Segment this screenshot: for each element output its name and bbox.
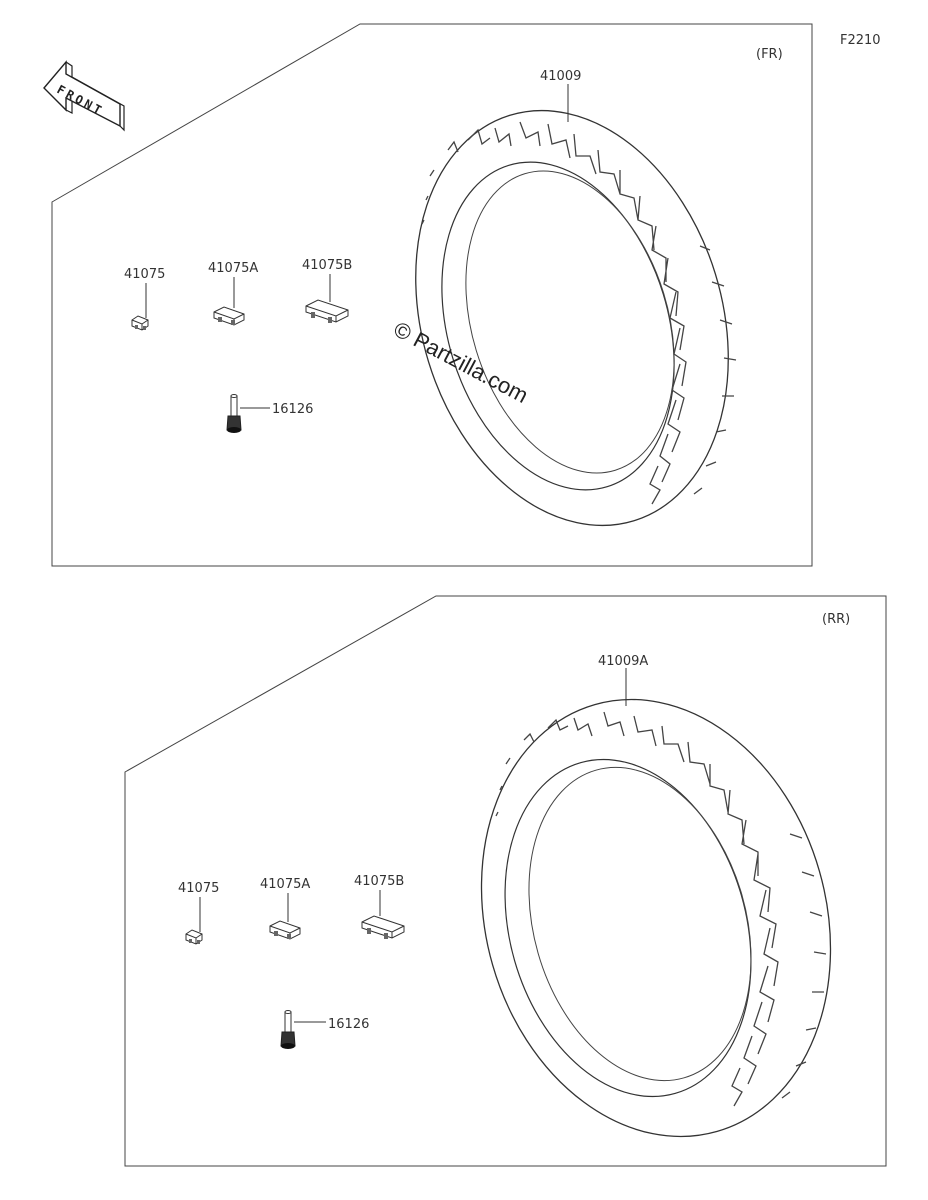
- front-weight-label-2: 41075A: [208, 261, 258, 276]
- front-tire[interactable]: [367, 71, 778, 564]
- front-weight-2[interactable]: [213, 306, 245, 326]
- rear-weight-label-1: 41075: [178, 881, 219, 896]
- rear-section-frame: [124, 595, 887, 1167]
- rear-weight-label-3: 41075B: [354, 874, 404, 889]
- rear-weight-3[interactable]: [361, 915, 405, 940]
- rear-weight-2[interactable]: [269, 920, 301, 940]
- front-section-frame: [51, 23, 813, 567]
- front-section: (FR) 41009 41075 41075A 41075B 16126: [51, 23, 813, 567]
- rear-weight-label-2: 41075A: [260, 877, 310, 892]
- front-tire-label: 41009: [540, 69, 581, 84]
- front-valve[interactable]: [226, 394, 242, 434]
- rear-section: (RR) 41009A 41075 41075A 41075B 16126: [124, 595, 887, 1179]
- front-section-tag: (FR): [756, 47, 783, 62]
- rear-section-tag: (RR): [822, 612, 850, 627]
- rear-valve-label: 16126: [328, 1017, 369, 1032]
- rear-valve[interactable]: [280, 1010, 296, 1050]
- front-weight-3[interactable]: [305, 299, 349, 324]
- rear-weight-1[interactable]: [185, 929, 203, 945]
- rear-tire-label: 41009A: [598, 654, 648, 669]
- front-valve-label: 16126: [272, 402, 313, 417]
- diagram-code: F2210: [840, 33, 881, 48]
- rear-tire[interactable]: [431, 658, 880, 1179]
- front-direction-arrow-icon: FRONT: [43, 60, 125, 132]
- front-weight-1[interactable]: [131, 315, 149, 331]
- front-weight-label-1: 41075: [124, 267, 165, 282]
- front-weight-label-3: 41075B: [302, 258, 352, 273]
